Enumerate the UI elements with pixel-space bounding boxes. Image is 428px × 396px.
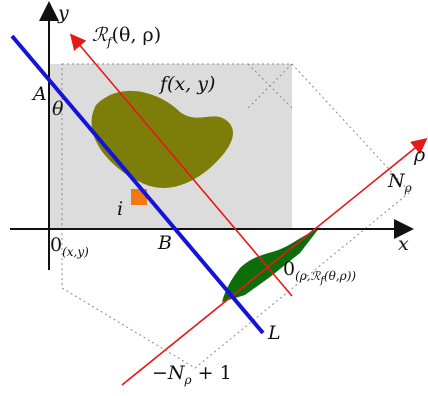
origin-xy-sub: (x,y) <box>62 244 89 259</box>
origin-xy-zero: 0 <box>50 234 63 256</box>
point-B-label: B <box>158 232 172 254</box>
neg-n-rho-suffix: + 1 <box>191 362 232 384</box>
function-blob <box>91 90 234 188</box>
origin-xy-label: 0(x,y) <box>50 236 89 258</box>
origin-rho-zero: 0 <box>283 258 296 280</box>
rotated-frame-dotted <box>61 63 411 369</box>
neg-n-rho-sub: ρ <box>184 372 192 387</box>
pixel-label: i <box>117 198 124 220</box>
radon-R: ℛ <box>92 24 108 46</box>
frame-diagonal-2 <box>247 63 293 109</box>
radon-axis <box>69 33 293 297</box>
rho-axis-label: ρ <box>414 144 426 166</box>
neg-n-rho-N: −N <box>152 362 185 384</box>
origin-rho-sub-end: (θ,ρ)) <box>323 268 357 283</box>
origin-rho-subsub: f <box>320 275 324 287</box>
angle-theta-label: θ <box>52 98 64 120</box>
x-axis-label: x <box>398 233 409 255</box>
point-A-label: A <box>33 83 47 105</box>
function-label: f(x, y) <box>160 73 216 95</box>
rho-axis <box>121 137 428 386</box>
radon-axis-label: ℛf(θ, ρ) <box>92 26 161 48</box>
neg-n-rho-label: −Nρ + 1 <box>152 364 232 386</box>
origin-rho-sub: (ρ,ℛ <box>295 268 321 283</box>
radon-args: (θ, ρ) <box>111 24 162 46</box>
origin-rho-label: 0(ρ,ℛf(θ,ρ)) <box>283 260 356 286</box>
radon-sub: f <box>107 34 112 49</box>
line-L-label: L <box>268 322 281 344</box>
n-rho-N: N <box>388 170 405 192</box>
n-rho-sub: ρ <box>404 180 412 195</box>
line-L <box>10 34 265 335</box>
n-rho-label: Nρ <box>388 172 412 194</box>
y-axis-label: y <box>58 2 69 24</box>
